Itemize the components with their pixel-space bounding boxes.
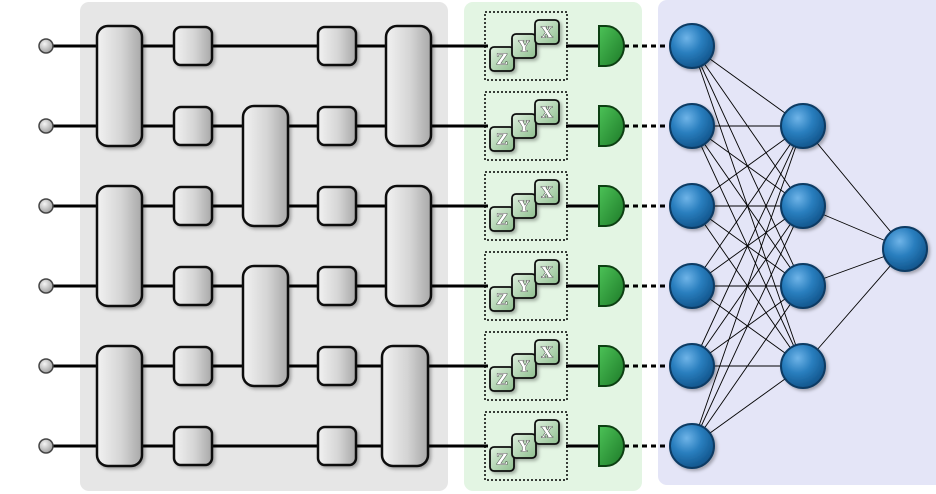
single-qubit-gate xyxy=(316,345,358,387)
single-qubit-gate xyxy=(172,425,214,467)
basis-label: X xyxy=(541,184,553,202)
two-qubit-gate xyxy=(95,344,144,468)
basis-selector-box xyxy=(484,171,568,241)
single-qubit-gate xyxy=(316,425,358,467)
basis-gate xyxy=(534,259,560,285)
basis-selector-box xyxy=(484,331,568,401)
network-edge xyxy=(691,205,804,447)
basis-gate xyxy=(489,446,515,472)
neural-network-panel xyxy=(658,0,936,485)
network-nodes xyxy=(669,23,928,469)
basis-gate xyxy=(511,193,537,219)
basis-selector-box xyxy=(484,11,568,81)
hidden-neuron xyxy=(780,103,826,149)
basis-label: X xyxy=(541,24,553,42)
hidden-neuron xyxy=(780,263,826,309)
input-port xyxy=(38,198,54,214)
input-neuron xyxy=(669,343,715,389)
hidden-neuron xyxy=(780,343,826,389)
input-neuron xyxy=(669,423,715,469)
single-qubit-gate xyxy=(316,265,358,307)
input-port xyxy=(38,118,54,134)
basis-label: X xyxy=(541,264,553,282)
measurement-panel xyxy=(464,2,642,491)
single-qubit-gate xyxy=(172,105,214,147)
input-neuron xyxy=(669,103,715,149)
network-edge xyxy=(691,125,804,367)
basis-label: X xyxy=(541,344,553,362)
basis-label: Z xyxy=(497,371,508,389)
measurement-detector xyxy=(598,345,625,387)
basis-gate xyxy=(511,353,537,379)
basis-label: Y xyxy=(518,278,530,296)
basis-gate xyxy=(489,126,515,152)
single-qubit-gate xyxy=(172,345,214,387)
network-edge xyxy=(691,125,804,287)
single-qubit-gate xyxy=(172,25,214,67)
basis-gate xyxy=(534,19,560,45)
basis-label: Y xyxy=(518,118,530,136)
basis-label: Z xyxy=(497,131,508,149)
measurement-detector xyxy=(598,25,625,67)
two-qubit-gate xyxy=(95,24,144,148)
input-port xyxy=(38,38,54,54)
input-port xyxy=(38,278,54,294)
circuit-gates xyxy=(95,24,433,468)
basis-gate xyxy=(534,99,560,125)
network-edge xyxy=(691,285,804,447)
hidden-neuron xyxy=(780,183,826,229)
single-qubit-gate xyxy=(316,185,358,227)
two-qubit-gate xyxy=(241,264,290,388)
measurement-detector xyxy=(598,425,625,467)
measurement-detector xyxy=(598,185,625,227)
network-edge xyxy=(691,125,804,447)
basis-label: Z xyxy=(497,211,508,229)
basis-gate xyxy=(534,179,560,205)
basis-label: Y xyxy=(518,198,530,216)
input-port xyxy=(38,438,54,454)
basis-label: X xyxy=(541,424,553,442)
basis-label: X xyxy=(541,104,553,122)
basis-label: Z xyxy=(497,451,508,469)
measurement-detector xyxy=(598,265,625,307)
single-qubit-gate xyxy=(316,105,358,147)
basis-gate xyxy=(534,339,560,365)
basis-gate xyxy=(489,206,515,232)
basis-selector-box xyxy=(484,91,568,161)
two-qubit-gate xyxy=(380,344,430,468)
basis-gate xyxy=(511,433,537,459)
basis-gate xyxy=(511,113,537,139)
basis-selector-box xyxy=(484,251,568,321)
basis-label: Y xyxy=(518,38,530,56)
network-edge xyxy=(802,125,906,250)
measurement-detector xyxy=(598,105,625,147)
basis-label: Y xyxy=(518,438,530,456)
single-qubit-gate xyxy=(316,25,358,67)
basis-gate xyxy=(511,33,537,59)
input-port xyxy=(38,358,54,374)
basis-label: Z xyxy=(497,291,508,309)
basis-gate xyxy=(534,419,560,445)
input-neuron xyxy=(669,23,715,69)
single-qubit-gate xyxy=(172,185,214,227)
two-qubit-gate xyxy=(241,104,290,228)
two-qubit-gate xyxy=(384,24,433,148)
basis-gate xyxy=(489,46,515,72)
two-qubit-gate xyxy=(95,184,144,308)
two-qubit-gate xyxy=(384,184,433,308)
single-qubit-gate xyxy=(172,265,214,307)
basis-gate xyxy=(511,273,537,299)
basis-label: Y xyxy=(518,358,530,376)
network-edge xyxy=(802,248,906,367)
output-neuron xyxy=(882,226,928,272)
basis-gate xyxy=(489,366,515,392)
input-neuron xyxy=(669,183,715,229)
input-neuron xyxy=(669,263,715,309)
basis-gate xyxy=(489,286,515,312)
basis-label: Z xyxy=(497,51,508,69)
basis-selector-box xyxy=(484,411,568,481)
